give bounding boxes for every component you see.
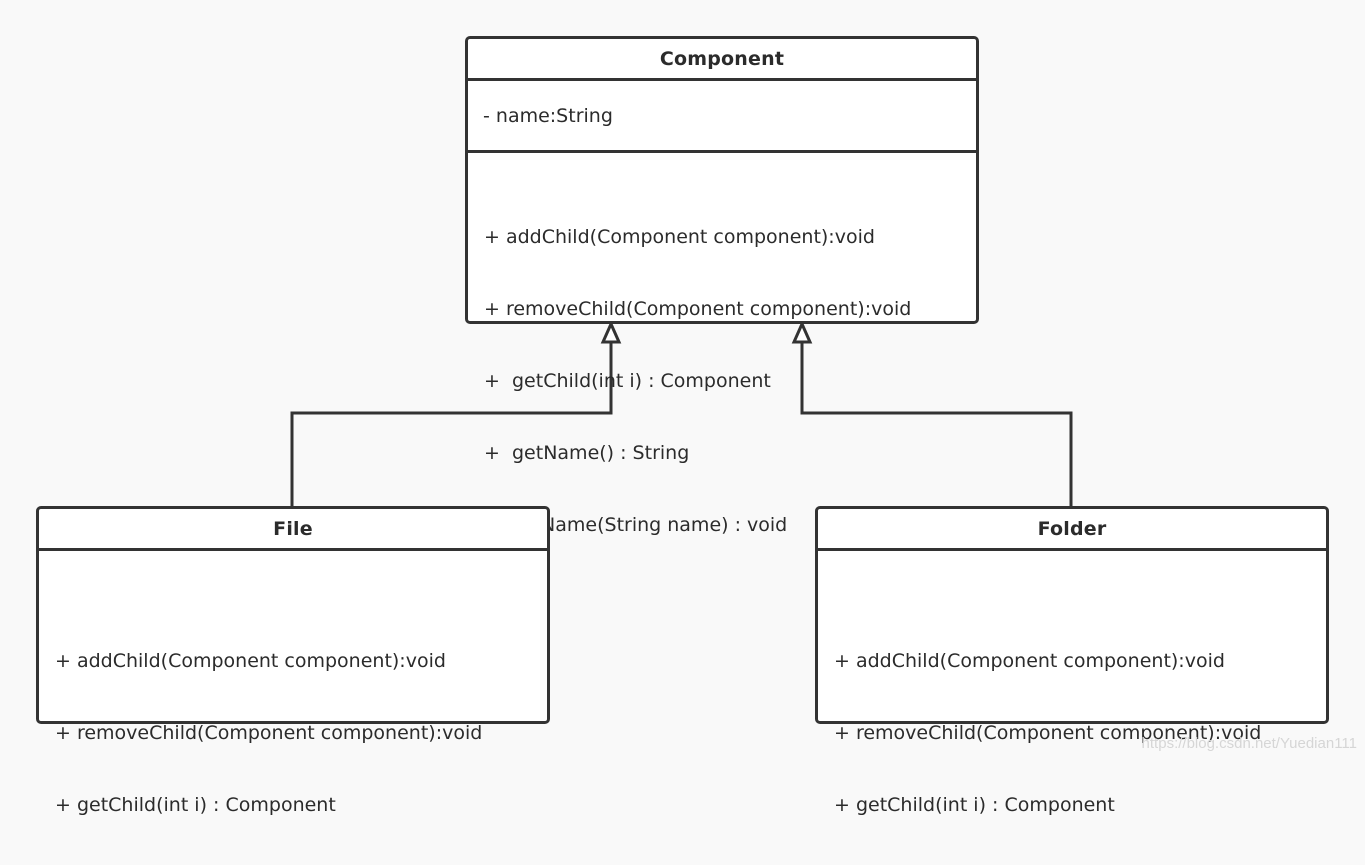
class-file[interactable]: File + addChild(Component component):voi… <box>36 506 550 816</box>
class-attributes: - name:String <box>468 81 976 153</box>
method: + addChild(Component component):void <box>55 650 446 672</box>
class-name: File <box>39 509 547 551</box>
class-name: Folder <box>818 509 1326 551</box>
method: + getName() : String <box>484 442 690 464</box>
watermark: https://blog.csdn.net/Yuedian111 <box>1141 735 1357 752</box>
method: + addChild(Component component):void <box>834 650 1225 672</box>
method: + getChild(int i) : Component <box>834 794 1115 816</box>
class-component[interactable]: Component - name:String + addChild(Compo… <box>465 36 979 536</box>
class-methods: + addChild(Component component):void + r… <box>818 551 1326 865</box>
method: + removeChild(Component component):void <box>55 722 483 744</box>
method: + getChild(int i) : Component <box>55 794 336 816</box>
class-methods: + addChild(Component component):void + r… <box>39 551 547 865</box>
attribute: - name:String <box>483 104 613 127</box>
method: + removeChild(Component component):void <box>834 722 1262 744</box>
class-name: Component <box>468 39 976 81</box>
method: + removeChild(Component component):void <box>484 298 912 320</box>
method: + getChild(int i) : Component <box>484 370 771 392</box>
method: + addChild(Component component):void <box>484 226 875 248</box>
class-folder[interactable]: Folder + addChild(Component component):v… <box>815 506 1329 816</box>
